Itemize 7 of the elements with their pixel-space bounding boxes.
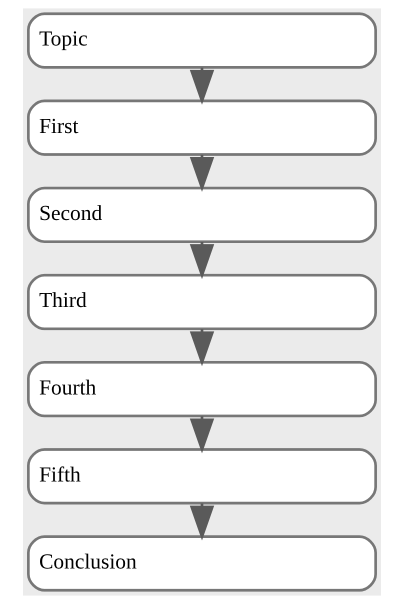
node-box: First (26, 100, 376, 156)
node-box: Fourth (26, 361, 376, 418)
node-box: Fifth (26, 448, 376, 504)
node-box: Third (26, 274, 376, 330)
node-box: Second (26, 186, 376, 243)
node-box: Conclusion (26, 535, 376, 592)
node-box: Topic (26, 12, 376, 69)
